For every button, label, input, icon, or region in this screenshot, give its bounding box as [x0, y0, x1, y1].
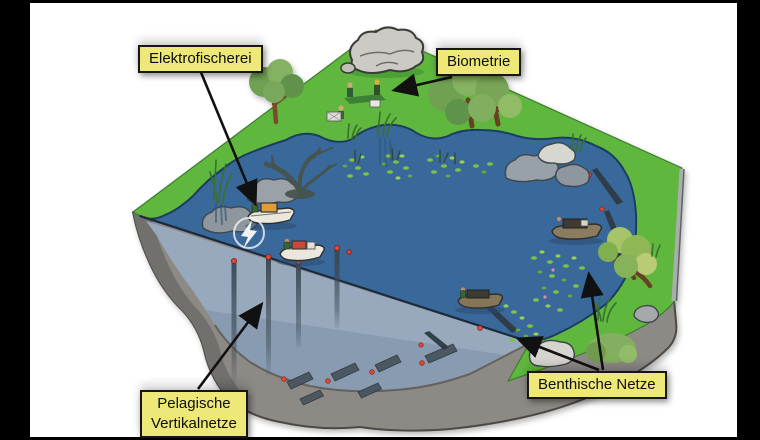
benthic-gillnet-icon: [286, 343, 458, 406]
label-pelagische-line2: Vertikalnetze: [151, 414, 237, 432]
boulder-icon: [340, 26, 425, 78]
label-elektrofischerei: Elektrofischerei: [138, 45, 263, 73]
lightning-icon: [233, 217, 265, 249]
cliff-shading: [133, 212, 240, 398]
island-right-edge-line: [675, 168, 685, 302]
label-benthische-netze: Benthische Netze: [527, 371, 667, 399]
arrow-benthische-up: [580, 271, 605, 371]
tree-icon: [428, 64, 522, 129]
survey-boat-icon: [549, 216, 603, 245]
lily-pads-icon: [342, 147, 587, 342]
arrow-elektrofischerei: [198, 69, 258, 207]
arrow-biometrie: [391, 73, 453, 97]
buoy-icon: [281, 360, 425, 384]
tree-icon: [249, 59, 304, 125]
researcher-icon: [326, 79, 386, 122]
label-pelagische-line1: Pelagische: [157, 395, 231, 412]
cutaway-floor-edge: [214, 324, 531, 393]
label-biometrie: Biometrie: [436, 48, 522, 76]
annotation-arrows: [196, 69, 605, 390]
label-pelagische-vertikalnetze: Pelagische Vertikalnetze: [140, 390, 248, 438]
survey-boat-icon: [455, 287, 505, 314]
survey-boat-icon: [277, 238, 325, 266]
island-right-edge: [671, 168, 685, 302]
arrow-benthische-left: [515, 336, 600, 372]
reeds-icon: [209, 111, 661, 323]
dead-tree-icon: [263, 147, 337, 199]
electrofishing-boat-icon: [245, 201, 297, 230]
arrow-pelagische: [196, 301, 264, 390]
tree-icon: [598, 227, 657, 289]
cutaway-floor-shade: [205, 310, 505, 392]
